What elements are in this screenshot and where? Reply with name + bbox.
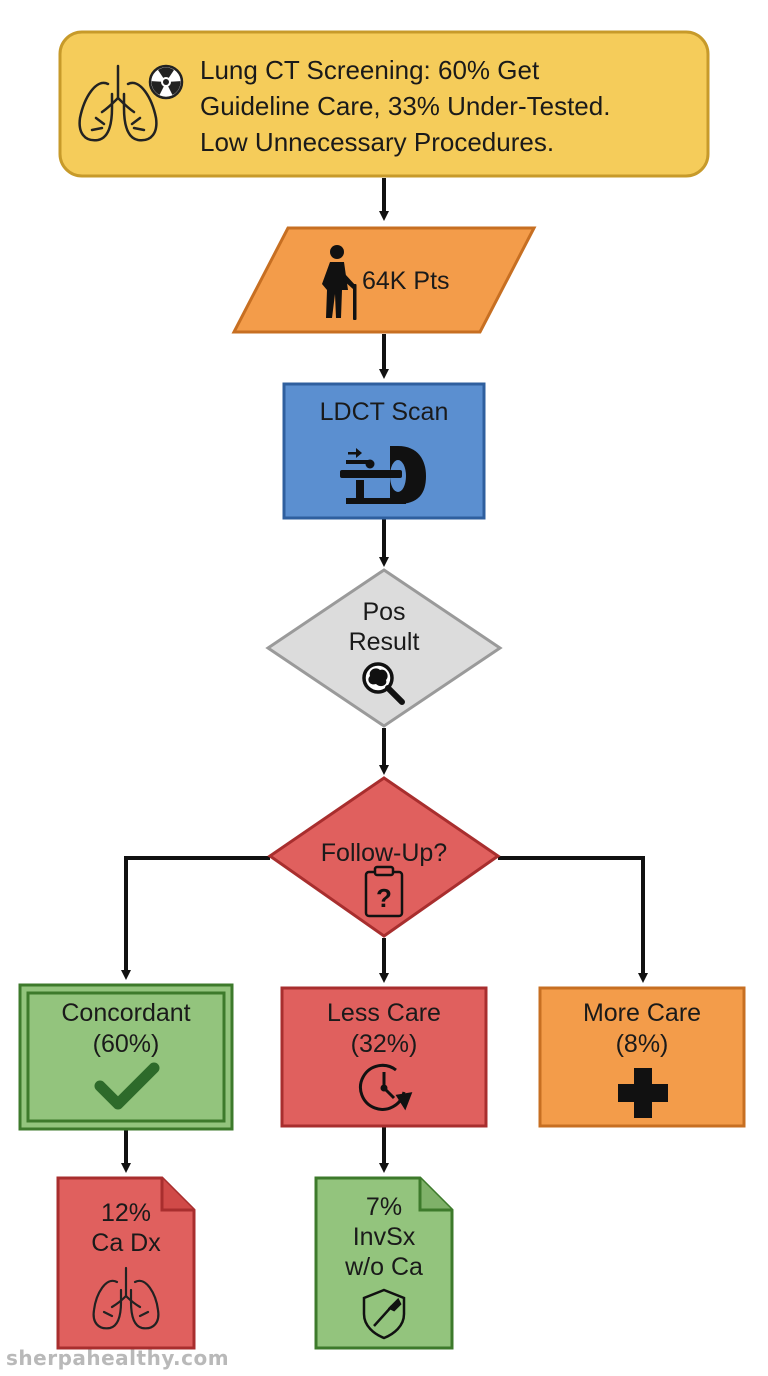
concordant-line-2: (60%) [92, 1030, 160, 1058]
title-line-3: Low Unnecessary Procedures. [200, 127, 555, 157]
ca-dx-document-fold [160, 1178, 194, 1212]
invsx-document [314, 1176, 454, 1350]
plus-icon [618, 1068, 668, 1118]
concordant-box [18, 983, 234, 1131]
less-care-line-2: (32%) [350, 1030, 418, 1058]
pos-result-line-2: Result [348, 628, 420, 656]
ct-scanner-icon [340, 446, 426, 504]
patients-box [231, 226, 537, 334]
clipboard-question-icon: ? [364, 865, 404, 918]
invsx-line-1: 7% [365, 1193, 403, 1221]
invsx-line-2: InvSx [352, 1223, 416, 1251]
radiation-icon [148, 64, 184, 100]
magnifier-icon [362, 662, 405, 705]
less-care-label: Less Care (32%) [282, 998, 486, 1060]
lungs-icon [78, 64, 158, 142]
title-box [58, 30, 710, 178]
follow-up-label: Follow-Up? [320, 839, 448, 867]
ca-dx-line-1: 12% [100, 1199, 152, 1227]
scan-box [282, 382, 486, 520]
checkmark-icon [94, 1062, 160, 1110]
more-care-label: More Care (8%) [540, 998, 744, 1060]
patients-label: 64K Pts [362, 267, 450, 295]
title-line-1: Lung CT Screening: 60% Get [200, 55, 540, 85]
more-care-line-2: (8%) [615, 1030, 669, 1058]
arrow-followup-to-morecare [498, 856, 648, 983]
scan-label: LDCT Scan [319, 398, 449, 426]
less-care-box [280, 986, 488, 1128]
lungs-icon-small [92, 1266, 160, 1330]
svg-text:?: ? [376, 883, 392, 913]
elderly-person-icon [322, 245, 357, 320]
concordant-label: Concordant (60%) [20, 998, 232, 1060]
connectors [121, 178, 648, 1173]
title-line-2: Guideline Care, 33% Under-Tested. [200, 91, 611, 121]
arrow-followup-to-concordant [121, 856, 270, 980]
less-care-line-1: Less Care [327, 999, 441, 1027]
more-care-line-1: More Care [582, 999, 702, 1027]
title-text: Lung CT Screening: 60% Get Guideline Car… [200, 52, 700, 160]
invsx-line-3: w/o Ca [345, 1253, 423, 1281]
invsx-label: 7% InvSx w/o Ca [316, 1192, 452, 1282]
ca-dx-line-2: Ca Dx [91, 1229, 161, 1257]
invsx-document-fold [418, 1178, 452, 1212]
concordant-inner-border [26, 991, 226, 1123]
pos-result-line-1: Pos [362, 598, 406, 626]
concordant-line-1: Concordant [61, 999, 191, 1027]
ca-dx-label: 12% Ca Dx [58, 1198, 194, 1258]
pos-result-diamond [265, 568, 503, 728]
watermark: sherpahealthy.com [6, 1346, 230, 1370]
ca-dx-document [56, 1176, 196, 1350]
shield-scalpel-icon [362, 1288, 406, 1340]
clock-icon [358, 1063, 413, 1111]
pos-result-label: Pos Result [304, 597, 464, 657]
follow-up-diamond [267, 776, 501, 938]
